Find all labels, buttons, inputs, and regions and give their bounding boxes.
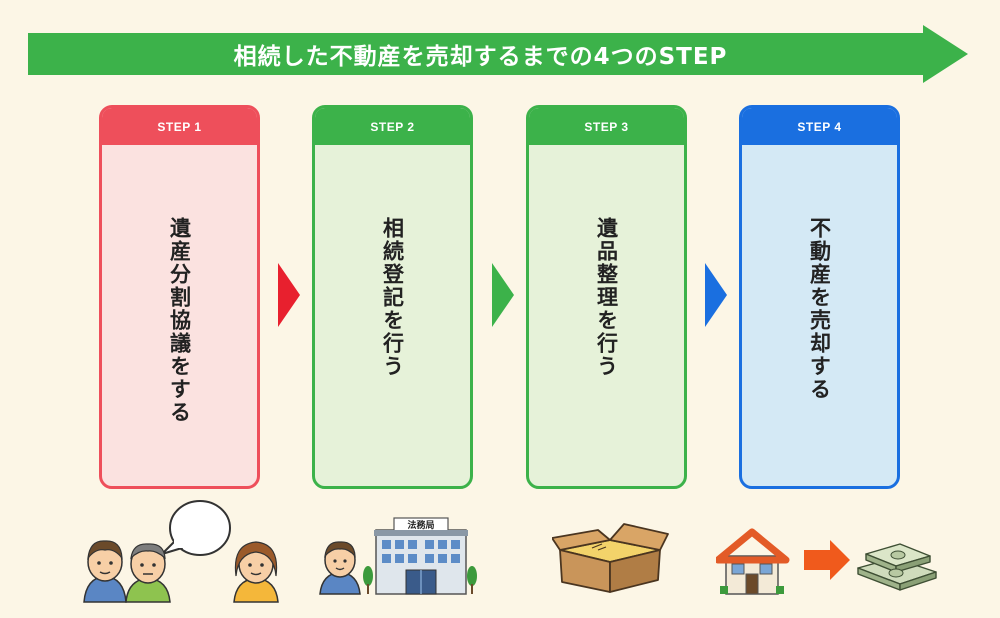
step-card-3: STEP 3 遺品整理を行う [526, 105, 687, 489]
building-sign-text: 法務局 [407, 519, 434, 531]
step-4-text: 不動産を売却する [807, 217, 832, 401]
banner-arrow-shape [28, 25, 968, 83]
step-3-label: STEP 3 [529, 108, 684, 145]
cardboard-box-icon [552, 523, 669, 593]
connector-arrow-3-4 [705, 263, 727, 327]
step-1-text: 遺産分割協議をする [167, 217, 192, 424]
step-1-label: STEP 1 [102, 108, 257, 145]
family-discussion-icon [83, 500, 279, 603]
connector-arrow-2-3 [492, 263, 514, 327]
step-card-2: STEP 2 相続登記を行う [312, 105, 473, 489]
connector-arrow-1-2 [278, 263, 300, 327]
step-3-body: 遺品整理を行う [529, 145, 684, 486]
banner-title: 相続した不動産を売却するまでの4つのSTEP [233, 44, 728, 70]
step-2-body: 相続登記を行う [315, 145, 470, 486]
step-4-label: STEP 4 [742, 108, 897, 145]
step-4-body: 不動産を売却する [742, 145, 897, 486]
step-card-1: STEP 1 遺産分割協議をする [99, 105, 260, 489]
step-card-4: STEP 4 不動産を売却する [739, 105, 900, 489]
step-1-body: 遺産分割協議をする [102, 145, 257, 486]
legal-affairs-bureau-icon: 法務局 [319, 517, 477, 595]
house-to-cash-icon [716, 528, 937, 595]
step-2-label: STEP 2 [315, 108, 470, 145]
title-banner: 相続した不動産を売却するまでの4つのSTEP [28, 25, 968, 83]
step-3-text: 遺品整理を行う [594, 217, 619, 378]
step-2-text: 相続登記を行う [380, 217, 405, 378]
